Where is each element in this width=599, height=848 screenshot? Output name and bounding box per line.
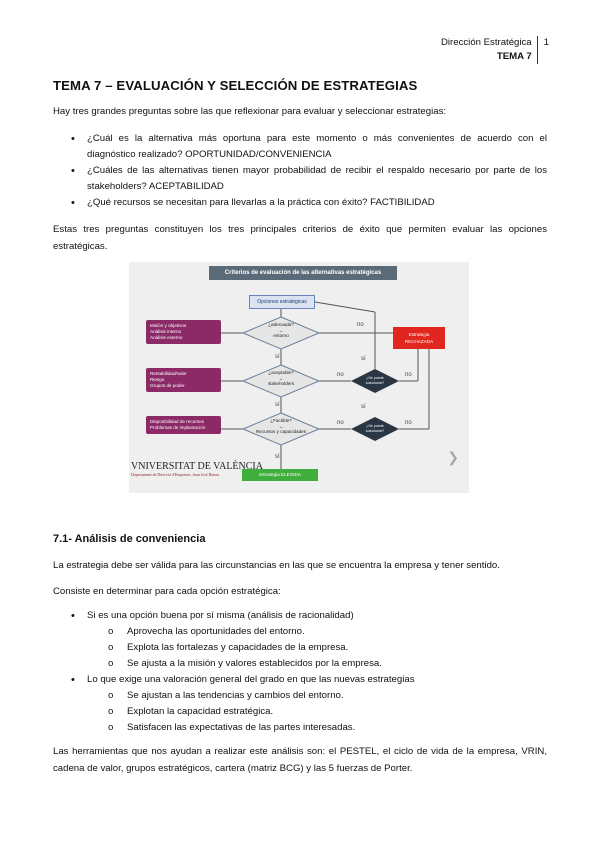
diagram-title: Criterios de evaluación de las alternati… (209, 266, 397, 280)
no-label: no (337, 372, 344, 378)
criteria-item: Grupos de poder (150, 383, 185, 388)
logo-text: VNIVERSITAT DE VALÈNCIA (131, 461, 263, 472)
decision-subject: entorno (273, 333, 289, 338)
analysis-item: Si es una opción buena por sí misma (aná… (53, 608, 547, 624)
decision-feasibility-label: ¿Factible? ↔ Recursos y capacidades (251, 418, 311, 435)
analysis-item: Lo que exige una valoración general del … (53, 672, 547, 688)
decision-subject: Recursos y capacidades (255, 429, 307, 434)
section-paragraph-1: La estrategia debe ser válida para las c… (53, 560, 500, 571)
yes-label: sí (275, 354, 280, 360)
analysis-subitem: Se ajustan a las tendencias y cambios de… (53, 688, 547, 704)
criteria-paragraph: Estas tres preguntas constituyen los tre… (53, 224, 547, 252)
solve-diamond-2 (351, 417, 399, 441)
questions-list: ¿Cuál es la alternativa más oportuna par… (53, 131, 547, 211)
no-label: no (337, 420, 344, 426)
decision-question: ¿aceptable? (268, 370, 294, 375)
intro-paragraph: Hay tres grandes preguntas sobre las que… (53, 106, 447, 117)
analysis-subitem: Se ajusta a la misión y valores establec… (53, 656, 547, 672)
chevron-right-icon[interactable]: ❯ (447, 449, 459, 465)
chosen-strategy-box: Estrategia ELEGIDA (242, 469, 318, 481)
criteria-box-feasibility: Disponibilidad de recursos Problemas de … (146, 416, 221, 434)
criteria-item: Rentabilidad/valor (150, 371, 187, 376)
header-subject: Dirección Estratégica (441, 37, 532, 48)
yes-label: sí (275, 402, 280, 408)
rejected-line: RECHAZADA (404, 339, 434, 344)
criteria-item: Disponibilidad de recursos (150, 419, 204, 424)
no-label: no (357, 322, 364, 328)
decision-acceptability-label: ¿aceptable? ↔ stakeholders (251, 370, 311, 387)
section-paragraph-2: Consiste en determinar para cada opción … (53, 586, 281, 597)
decision-diamond-adequacy (241, 316, 321, 350)
question-item: ¿Cuáles de las alternativas tienen mayor… (53, 163, 547, 195)
diagram-connectors (221, 301, 430, 469)
solve-diamond-1 (351, 369, 399, 393)
criteria-item: Análisis externo (150, 335, 183, 340)
analysis-subitem: Explotan la capacidad estratégica. (53, 704, 547, 720)
solve-question-1: ¿Se puede solucionar? (365, 376, 385, 385)
criteria-item: Riesgo (150, 377, 165, 382)
solve-question-2: ¿Se puede solucionar? (365, 424, 385, 433)
section-title: 7.1- Análisis de conveniencia (53, 533, 206, 545)
question-item: ¿Qué recursos se necesitan para llevarla… (53, 195, 547, 211)
options-box: Opciones estratégicas (249, 295, 315, 309)
analysis-subitem: Aprovecha las oportunidades del entorno. (53, 624, 547, 640)
evaluation-criteria-diagram: Criterios de evaluación de las alternati… (129, 262, 469, 493)
criteria-item: Misión y objetivos (150, 323, 187, 328)
no-label: no (405, 372, 412, 378)
rejected-strategy-box: Estrategia RECHAZADA (393, 327, 445, 349)
page-number: 1 (543, 37, 549, 48)
document-title: TEMA 7 – EVALUACIÓN Y SELECCIÓN DE ESTRA… (53, 78, 418, 93)
decision-arrow: ↔ (278, 423, 284, 429)
header-titles: Dirección Estratégica TEMA 7 (441, 36, 538, 64)
question-item: ¿Cuál es la alternativa más oportuna par… (53, 131, 547, 163)
university-logo: VNIVERSITAT DE VALÈNCIA Departament de D… (131, 461, 263, 478)
header-topic: TEMA 7 (496, 51, 532, 62)
yes-label: sí (361, 404, 366, 410)
criteria-box-suitability: Misión y objetivos Análisis interno Anál… (146, 320, 221, 344)
tools-paragraph: Las herramientas que nos ayudan a realiz… (53, 746, 547, 774)
rejected-line: Estrategia (408, 332, 430, 337)
decision-question: ¿adecuada? (268, 322, 294, 327)
criteria-item: Análisis interno (150, 329, 182, 334)
decision-arrow: ↔ (278, 327, 284, 333)
decision-diamond-feasibility (241, 412, 321, 446)
criteria-box-acceptability: Rentabilidad/valor Riesgo Grupos de pode… (146, 368, 221, 392)
decision-subject: stakeholders (267, 381, 295, 386)
decision-adequacy-label: ¿adecuada? ↔ entorno (251, 322, 311, 339)
yes-label: sí (361, 356, 366, 362)
logo-subtext: Departament de Direcció d'Empreses. Juan… (131, 472, 219, 477)
analysis-subitem: Explota las fortalezas y capacidades de … (53, 640, 547, 656)
analysis-list: Si es una opción buena por sí misma (aná… (53, 608, 547, 736)
analysis-subitem: Satisfacen las expectativas de las parte… (53, 720, 547, 736)
decision-diamond-acceptability (241, 364, 321, 398)
decision-question: ¿Factible? (270, 418, 292, 423)
page-header: Dirección Estratégica TEMA 7 1 (441, 36, 549, 64)
yes-label: sí (275, 454, 280, 460)
decision-arrow: ↔ (278, 375, 284, 381)
no-label: no (405, 420, 412, 426)
criteria-item: Problemas de implantación (150, 425, 206, 430)
